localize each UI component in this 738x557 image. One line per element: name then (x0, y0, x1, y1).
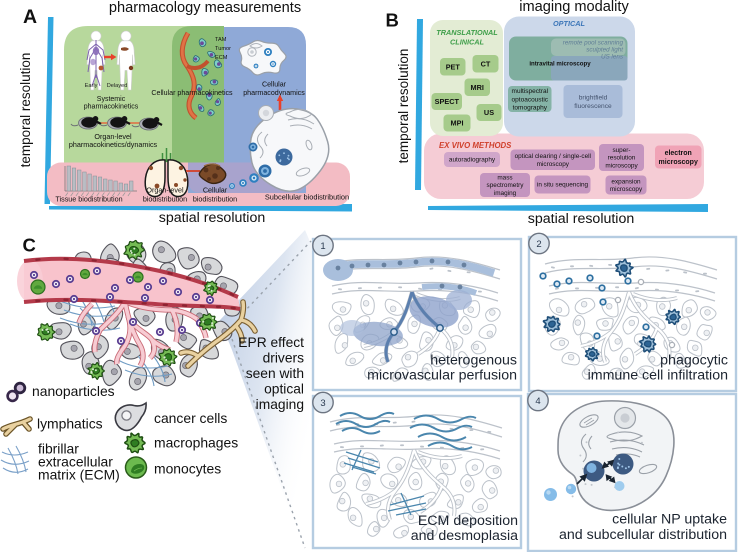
svg-text:pharmacodynamics: pharmacodynamics (243, 89, 305, 97)
svg-text:brightfield: brightfield (579, 95, 608, 102)
svg-text:US lens: US lens (601, 54, 624, 61)
svg-text:pharmacokinetics: pharmacokinetics (84, 104, 139, 111)
svg-text:lymphatics: lymphatics (37, 416, 103, 432)
svg-text:US: US (484, 108, 494, 117)
svg-text:TAM: TAM (215, 37, 227, 43)
svg-text:imaging: imaging (494, 190, 517, 197)
svg-text:temporal resolution: temporal resolution (18, 53, 33, 168)
svg-text:EPR effect: EPR effect (238, 335, 304, 350)
svg-text:2: 2 (536, 239, 541, 250)
svg-text:optical clearing / single-cell: optical clearing / single-cell (515, 153, 591, 160)
svg-text:Organ-level: Organ-level (146, 186, 184, 195)
svg-text:nanoparticles: nanoparticles (32, 383, 115, 399)
svg-text:Cellular: Cellular (262, 81, 287, 89)
svg-text:ECM deposition: ECM deposition (418, 513, 518, 529)
svg-text:fluorescence: fluorescence (574, 103, 612, 110)
svg-text:optical: optical (264, 382, 304, 397)
svg-text:multispectral: multispectral (512, 88, 549, 95)
svg-text:extracellular: extracellular (38, 454, 113, 470)
svg-text:Tumor: Tumor (215, 46, 231, 52)
svg-text:EX VIVO METHODS: EX VIVO METHODS (439, 141, 512, 150)
svg-text:microscopy: microscopy (610, 186, 643, 193)
svg-text:microscopy: microscopy (537, 161, 570, 168)
svg-text:Delayed: Delayed (107, 83, 128, 89)
svg-text:spectrometry: spectrometry (487, 182, 525, 189)
svg-text:3: 3 (320, 398, 325, 409)
svg-text:super-: super- (612, 147, 630, 154)
svg-text:B: B (386, 10, 399, 31)
svg-text:remote pool scanning: remote pool scanning (563, 40, 624, 47)
svg-text:microscopy: microscopy (659, 159, 698, 166)
svg-text:Early: Early (85, 83, 98, 89)
svg-text:Tissue biodistribution: Tissue biodistribution (55, 195, 122, 204)
svg-text:biodistribution: biodistribution (193, 195, 237, 204)
svg-text:fibrillar: fibrillar (38, 441, 79, 457)
svg-text:intravital microscopy: intravital microscopy (529, 61, 591, 68)
svg-text:optoacoustic: optoacoustic (512, 96, 549, 103)
svg-text:TRANSLATIONAL: TRANSLATIONAL (436, 28, 498, 37)
svg-text:Systemic: Systemic (97, 96, 126, 103)
svg-text:phagocytic: phagocytic (660, 353, 728, 369)
svg-text:spatial resolution: spatial resolution (528, 211, 634, 227)
svg-text:CT: CT (481, 59, 491, 68)
svg-text:MPI: MPI (451, 119, 464, 128)
svg-text:pharmacokinetics/dynamics: pharmacokinetics/dynamics (69, 140, 158, 149)
svg-text:temporal resolution: temporal resolution (396, 49, 411, 164)
svg-text:expansion: expansion (611, 178, 641, 185)
svg-text:seen with: seen with (246, 366, 304, 381)
svg-text:pharmacology measurements: pharmacology measurements (109, 0, 301, 16)
svg-text:microscopy: microscopy (605, 163, 638, 170)
svg-text:SPECT: SPECT (435, 97, 460, 106)
svg-text:immune cell infiltration: immune cell infiltration (588, 368, 728, 384)
svg-text:Organ-level: Organ-level (94, 132, 132, 141)
svg-text:OPTICAL: OPTICAL (553, 19, 586, 28)
svg-text:autoradiography: autoradiography (449, 157, 496, 164)
svg-text:4: 4 (535, 396, 540, 407)
svg-text:spatial resolution: spatial resolution (159, 210, 265, 226)
svg-text:MRI: MRI (471, 83, 484, 92)
svg-text:and subcellular distribution: and subcellular distribution (559, 527, 727, 543)
svg-text:resolution: resolution (608, 155, 636, 162)
svg-text:sculpted light: sculpted light (586, 47, 623, 54)
svg-text:Subcellular biodistribution: Subcellular biodistribution (265, 193, 349, 202)
svg-text:macrophages: macrophages (154, 435, 238, 451)
svg-text:1: 1 (320, 241, 325, 252)
svg-text:matrix (ECM): matrix (ECM) (38, 467, 120, 483)
svg-text:cancer cells: cancer cells (154, 410, 227, 426)
svg-text:heterogenous: heterogenous (430, 353, 517, 369)
svg-text:mass: mass (497, 174, 512, 181)
svg-text:C: C (23, 235, 36, 256)
svg-text:imaging modality: imaging modality (519, 0, 629, 15)
svg-text:tomography: tomography (513, 104, 548, 111)
svg-text:drivers: drivers (263, 351, 304, 366)
svg-text:electron: electron (665, 150, 692, 157)
svg-text:monocytes: monocytes (154, 461, 221, 477)
svg-text:A: A (23, 6, 37, 28)
svg-text:imaging: imaging (256, 397, 304, 412)
svg-text:in situ sequencing: in situ sequencing (537, 182, 589, 189)
svg-text:and desmoplasia: and desmoplasia (411, 528, 518, 544)
svg-text:microvascular perfusion: microvascular perfusion (367, 368, 517, 384)
svg-text:ECM: ECM (215, 55, 228, 61)
svg-text:Cellular: Cellular (203, 186, 228, 195)
svg-text:PET: PET (446, 62, 461, 71)
svg-text:Cellular pharmacokinetics: Cellular pharmacokinetics (151, 89, 233, 97)
svg-text:biodistribution: biodistribution (143, 195, 187, 204)
svg-text:cellular NP uptake: cellular NP uptake (612, 512, 727, 528)
svg-text:CLINICAL: CLINICAL (450, 38, 485, 47)
